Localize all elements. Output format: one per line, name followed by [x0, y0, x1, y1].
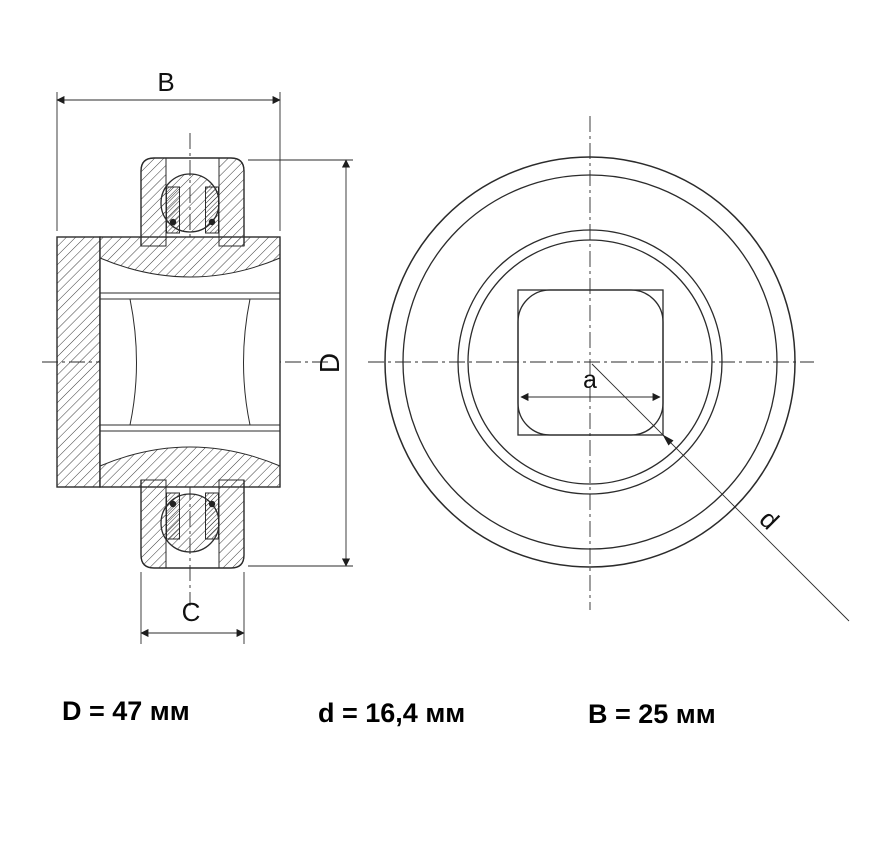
outer-ring-bottom-hatch-left: [140, 479, 167, 569]
seal-top-left: [166, 186, 180, 234]
inner-ring-collar: [56, 236, 101, 488]
spec-bore-diameter: d = 16,4 мм: [318, 698, 466, 728]
dimension-d-line: [591, 363, 850, 622]
bore-waist-arc-right: [243, 298, 251, 426]
body-hatch-bottom: [99, 446, 281, 488]
seal-detail: [208, 218, 216, 226]
dimension-label-C: C: [182, 597, 201, 627]
seal-detail: [169, 218, 177, 226]
front-view: a d: [368, 116, 850, 622]
dimension-label-B: B: [157, 67, 174, 97]
seal-top-right: [205, 186, 219, 234]
square-bore: [517, 289, 664, 436]
dimension-D: [248, 159, 353, 567]
seal-bottom-right: [205, 492, 219, 540]
outer-ring-top-hatch-left: [140, 157, 167, 247]
seal-bottom-left: [166, 492, 180, 540]
body-hatch-top: [99, 236, 281, 278]
side-section-view: B D C: [42, 67, 353, 644]
seal-detail: [169, 500, 177, 508]
spec-outer-diameter: D = 47 мм: [62, 696, 190, 726]
outer-ring-top-hatch-right: [218, 157, 245, 247]
seal-detail: [208, 500, 216, 508]
bore-waist-arc-left: [129, 298, 137, 426]
dimension-C: [140, 572, 245, 644]
dimension-d-arrow: [662, 434, 674, 446]
dimension-label-a: a: [583, 366, 597, 394]
outer-ring-bottom-hatch-right: [218, 479, 245, 569]
dimension-B: [56, 92, 281, 231]
spec-width: B = 25 мм: [588, 699, 716, 729]
dimension-label-D: D: [314, 353, 345, 373]
